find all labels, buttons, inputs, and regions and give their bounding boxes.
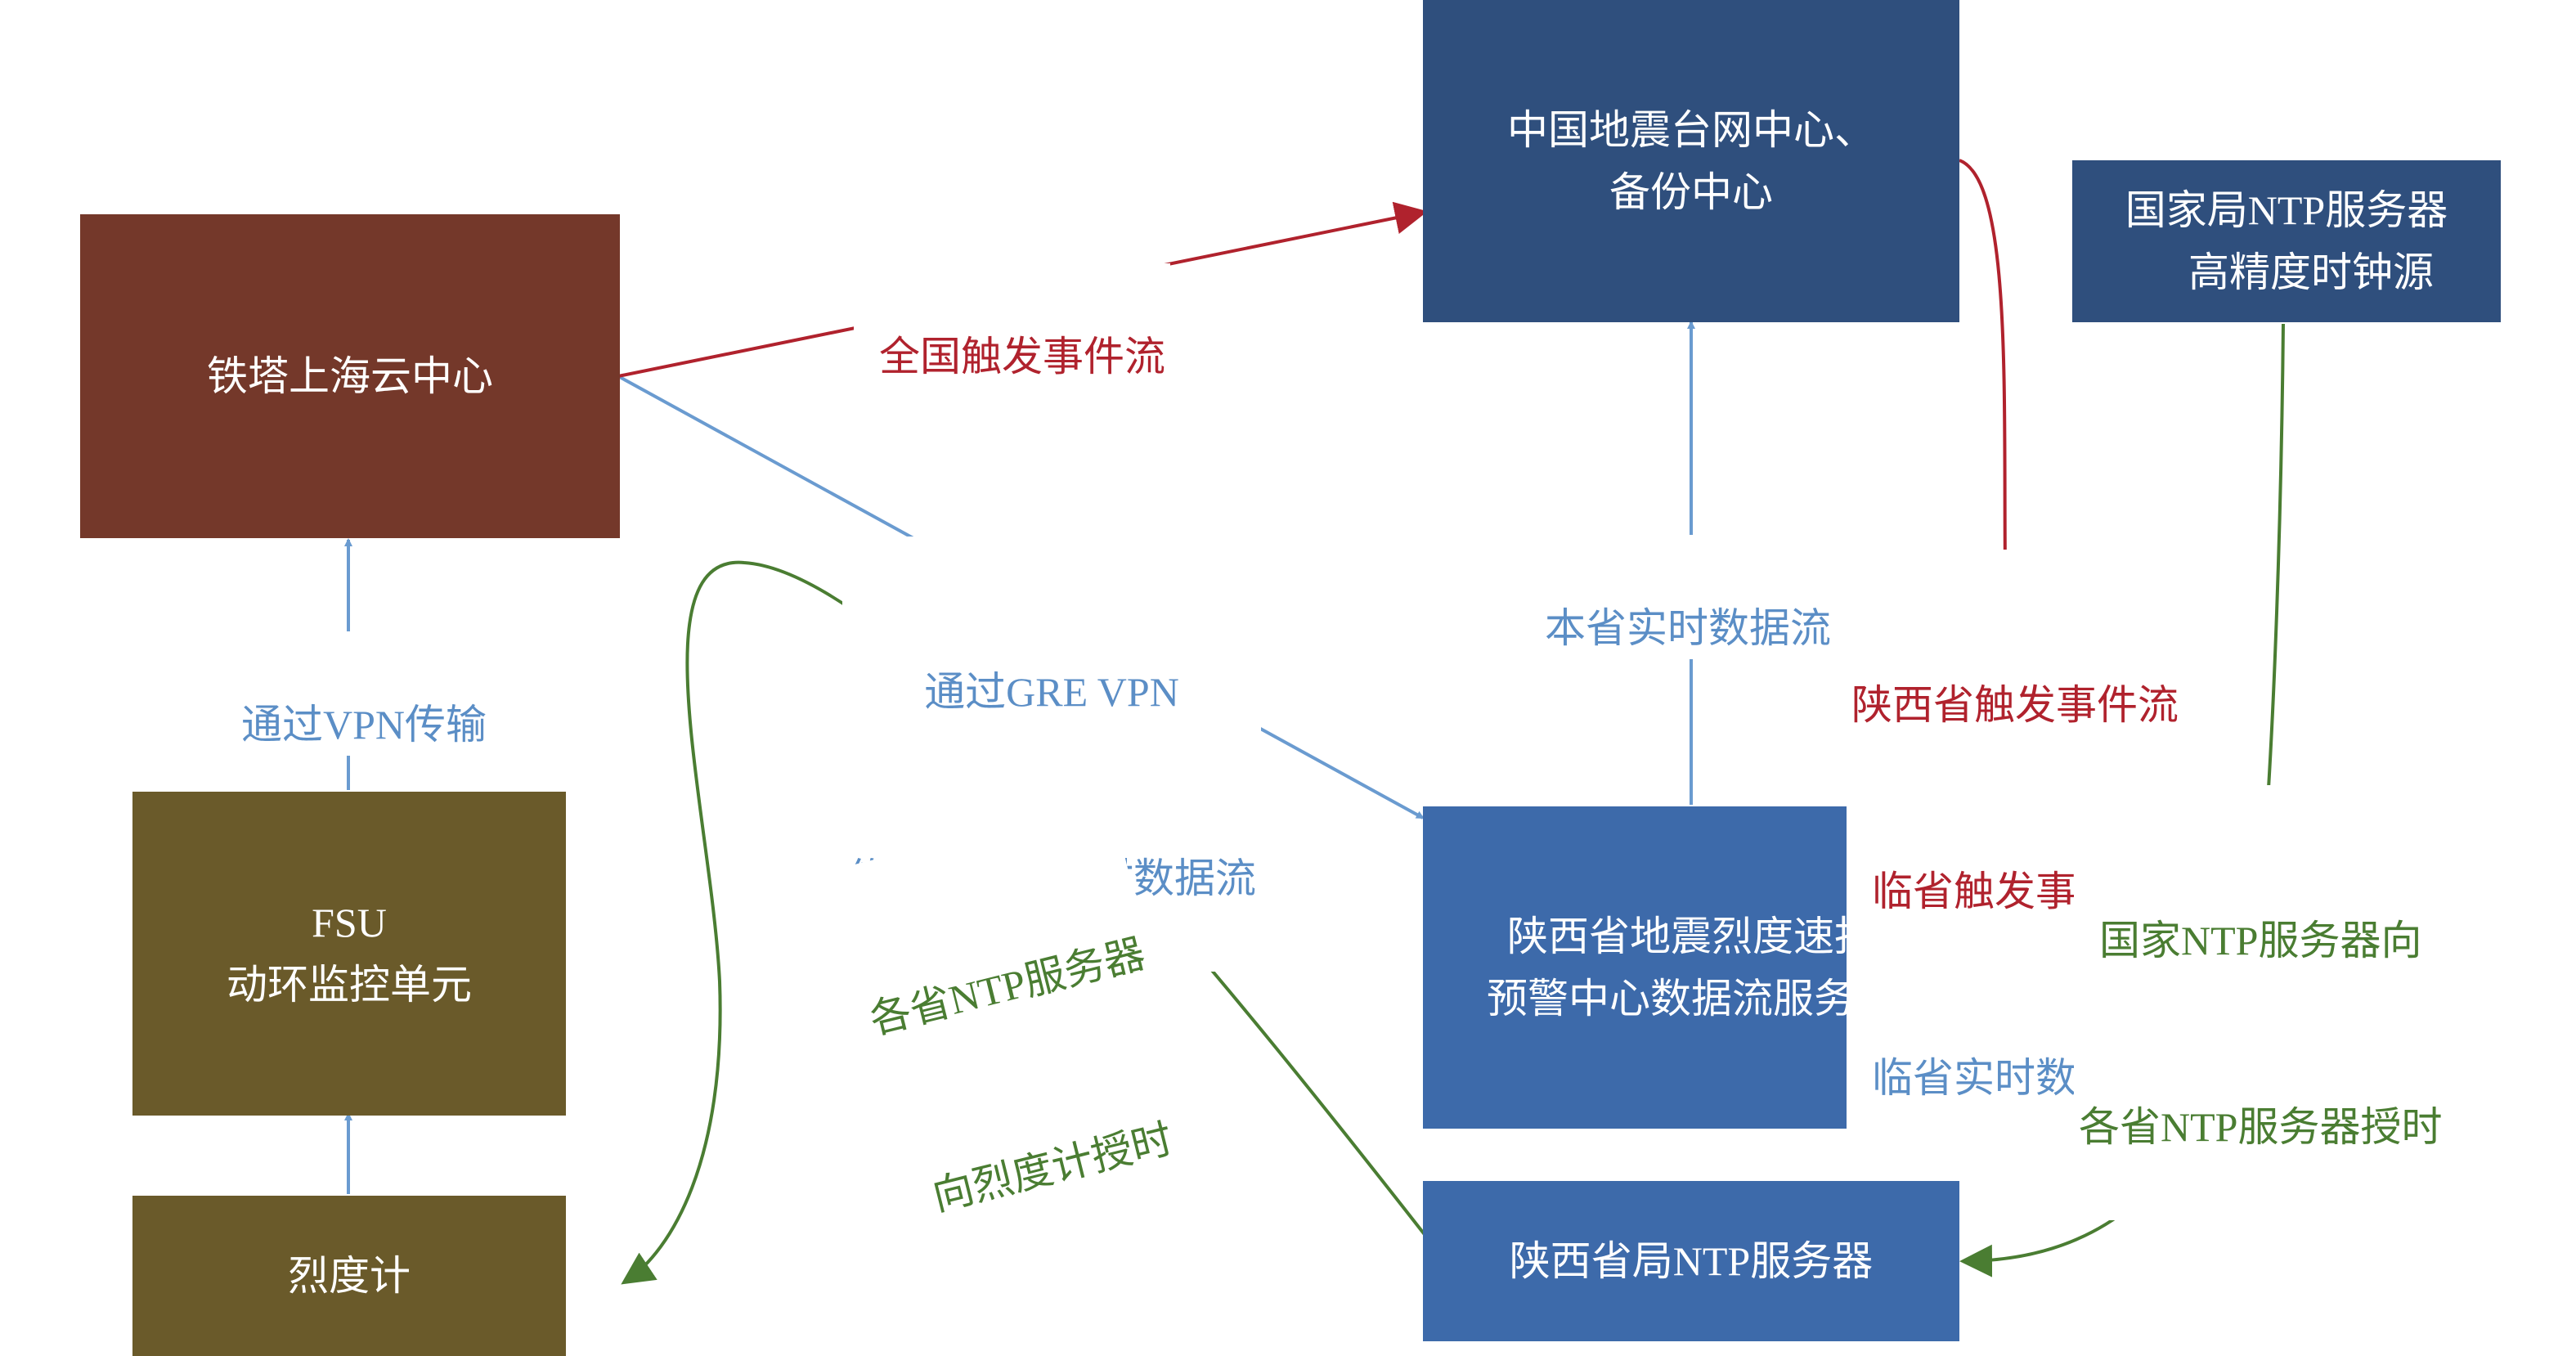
node-shaanxi-ntp-label: 陕西省局NTP服务器 bbox=[1509, 1238, 1874, 1284]
edge-label-province-ntp-timing-line2: 向烈度计授时 bbox=[927, 1116, 1178, 1219]
node-intensity-meter-label: 烈度计 bbox=[288, 1253, 411, 1299]
node-cenc: 中国地震台网中心、 备份中心 bbox=[1423, 0, 1959, 322]
edge-label-national-ntp-timing-line2: 各省NTP服务器授时 bbox=[2079, 1104, 2443, 1150]
node-national-ntp: 国家局NTP服务器 高精度时钟源 bbox=[2072, 160, 2501, 322]
edge-label-national-ntp-timing-line1: 国家NTP服务器向 bbox=[2099, 918, 2422, 963]
node-tower-cloud-center: 铁塔上海云中心 bbox=[80, 214, 620, 538]
edge-label-national-ntp-timing: 国家NTP服务器向 各省NTP服务器授时 bbox=[2074, 785, 2448, 1220]
edge-label-province-realtime-text: 本省实时数据流 bbox=[1545, 605, 1831, 651]
edge-label-province-ntp-timing-line1: 各省NTP服务器 bbox=[864, 930, 1150, 1044]
node-tower-cloud-center-label: 铁塔上海云中心 bbox=[207, 353, 493, 399]
edge-label-gre-vpn-line1: 通过GRE VPN bbox=[924, 669, 1179, 715]
edge-label-national-trigger: 全国触发事件流 bbox=[854, 263, 1170, 388]
node-cenc-label-2: 备份中心 bbox=[1609, 169, 1773, 215]
node-intensity-meter: 烈度计 bbox=[132, 1196, 566, 1356]
node-shaanxi-ntp: 陕西省局NTP服务器 bbox=[1423, 1181, 1959, 1341]
node-shaanxi-data-server-label-2: 预警中心数据流服务器 bbox=[1487, 976, 1896, 1021]
node-cenc-label-1: 中国地震台网中心、 bbox=[1507, 107, 1875, 153]
node-fsu-label-2: 动环监控单元 bbox=[227, 962, 472, 1008]
edge-label-province-realtime: 本省实时数据流 bbox=[1519, 535, 1836, 659]
edge-label-vpn-transmit: 通过VPN传输 bbox=[216, 631, 492, 756]
node-fsu-label-1: FSU bbox=[312, 900, 387, 945]
node-shaanxi-data-server-label-1: 陕西省地震烈度速报 bbox=[1507, 914, 1875, 959]
edge-label-vpn-transmit-text: 通过VPN传输 bbox=[241, 702, 487, 748]
node-national-ntp-label-1: 国家局NTP服务器 bbox=[2125, 187, 2448, 233]
node-national-ntp-label-2: 高精度时钟源 bbox=[2188, 249, 2434, 295]
node-fsu: FSU 动环监控单元 bbox=[132, 792, 566, 1116]
edge-label-shaanxi-flows-line1: 陕西省触发事件流 bbox=[1851, 682, 2179, 728]
edge-label-national-trigger-text: 全国触发事件流 bbox=[879, 334, 1165, 379]
